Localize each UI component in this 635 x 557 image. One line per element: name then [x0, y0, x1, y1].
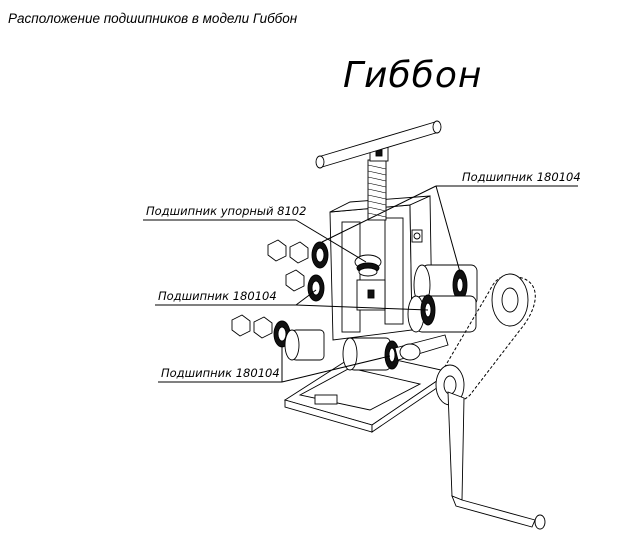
- left-nuts: [231, 239, 309, 339]
- lead-screw: [367, 144, 389, 221]
- lower-rollers: [284, 329, 449, 371]
- callout-label: Подшипник 180104: [161, 366, 280, 380]
- t-handle: [315, 120, 442, 169]
- crank-handle: [447, 391, 546, 530]
- left-bearings: [273, 241, 329, 348]
- callout-thrust-bearing: Подшипник упорный 8102: [143, 204, 367, 263]
- callout-bearing-left-mid: Подшипник 180104: [155, 289, 429, 311]
- right-rollers: [407, 264, 478, 333]
- callout-label: Подшипник 180104: [462, 170, 581, 184]
- callout-label: Подшипник упорный 8102: [146, 204, 306, 218]
- chain-drive: [435, 273, 536, 406]
- thrust-bearing: [354, 254, 382, 277]
- callout-bearing-bottom: Подшипник 180104: [158, 346, 391, 383]
- callout-label: Подшипник 180104: [158, 289, 277, 303]
- brand-title: Гиббон: [343, 55, 482, 96]
- page-caption: Расположение подшипников в модели Гиббон: [8, 11, 298, 26]
- base-frame: [283, 351, 452, 433]
- callout-bearing-right-top: Подшипник 180104: [321, 170, 581, 273]
